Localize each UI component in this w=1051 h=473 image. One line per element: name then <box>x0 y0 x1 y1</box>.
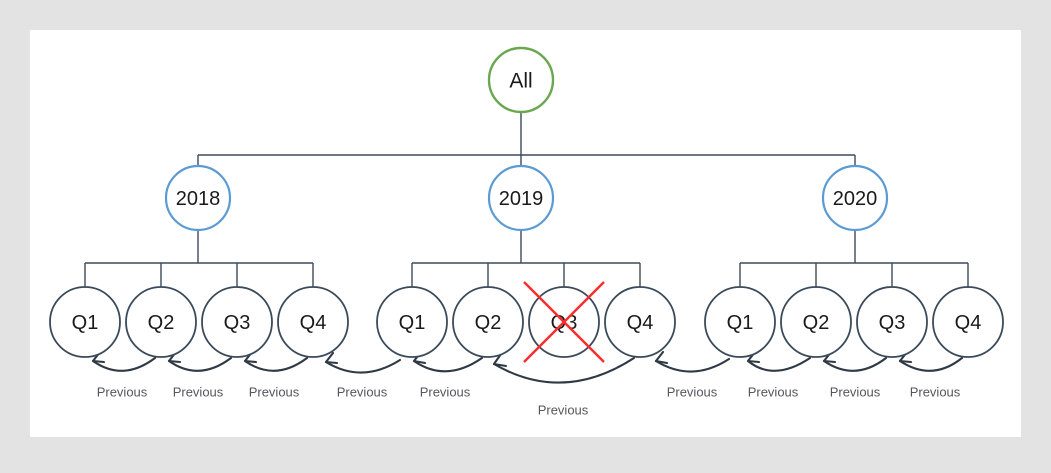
previous-arrow-2020q3-2020q2 <box>822 356 888 372</box>
previous-arrow-2019q2-2019q1 <box>412 356 484 373</box>
previous-arrowhead-2019q1-2018q4 <box>324 351 339 365</box>
node-circle-2019-q2[interactable] <box>452 286 524 358</box>
tree-connectors <box>84 112 969 287</box>
node-circle-2018[interactable] <box>164 164 232 232</box>
previous-arrow-2020q2-2020q1 <box>746 356 812 372</box>
previous-arrow-2018q3-2018q2 <box>167 356 233 372</box>
node-root-all[interactable]: All <box>487 46 555 114</box>
previous-label-2018q2: Previous <box>97 385 148 400</box>
node-label-2020-q3: Q3 <box>879 312 906 334</box>
previous-arrow-2019q4-2019q2 <box>492 356 636 384</box>
node-label-2020-q1: Q1 <box>727 312 754 334</box>
node-year-2020[interactable]: 2020 <box>821 164 889 232</box>
node-quarter-2018-q4[interactable]: Q4 <box>277 286 349 358</box>
previous-arrowhead-2020q1-2019q4 <box>654 350 669 365</box>
previous-arrow-2020q1-2019q4 <box>654 357 731 373</box>
node-quarter-2019-q1[interactable]: Q1 <box>376 286 448 358</box>
node-quarter-2018-q1[interactable]: Q1 <box>49 286 121 358</box>
node-circle-2020-q3[interactable] <box>856 286 928 358</box>
node-circle-2018-q2[interactable] <box>125 286 197 358</box>
node-label-2018: 2018 <box>176 188 221 210</box>
node-circle-all[interactable] <box>487 46 555 114</box>
node-quarter-2018-q2[interactable]: Q2 <box>125 286 197 358</box>
previous-arrow-2018q4-2018q3 <box>243 356 309 372</box>
node-label-2019-q2: Q2 <box>475 312 502 334</box>
previous-label-2020q4: Previous <box>910 385 961 400</box>
node-quarter-2019-q4[interactable]: Q4 <box>604 286 676 358</box>
cross-out-marker-2019-q3 <box>523 281 605 363</box>
previous-labels: Previous Previous Previous Previous Prev… <box>97 385 961 418</box>
previous-label-2018q3: Previous <box>173 385 224 400</box>
node-circle-2018-q3[interactable] <box>201 286 273 358</box>
node-label-2019-q1: Q1 <box>399 312 426 334</box>
node-quarter-2020-q2[interactable]: Q2 <box>780 286 852 358</box>
previous-arrows <box>91 350 964 384</box>
node-circle-2020-q1[interactable] <box>704 286 776 358</box>
node-label-2019: 2019 <box>499 188 544 210</box>
previous-arrow-2019q1-2018q4 <box>324 358 402 374</box>
previous-label-2019q1: Previous <box>337 385 388 400</box>
previous-arrow-2018q2-2018q1 <box>91 356 157 372</box>
node-year-2018[interactable]: 2018 <box>164 164 232 232</box>
node-quarter-2020-q1[interactable]: Q1 <box>704 286 776 358</box>
node-circle-2020-q4[interactable] <box>932 286 1004 358</box>
node-year-2019[interactable]: 2019 <box>487 164 555 232</box>
node-label-2020: 2020 <box>833 188 878 210</box>
node-label-2019-q4: Q4 <box>627 312 654 334</box>
node-circle-2020-q2[interactable] <box>780 286 852 358</box>
node-quarter-2020-q3[interactable]: Q3 <box>856 286 928 358</box>
previous-arrow-2020q4-2020q3 <box>898 356 964 372</box>
node-label-2018-q3: Q3 <box>224 312 251 334</box>
node-circle-2019-q4[interactable] <box>604 286 676 358</box>
node-circle-2020[interactable] <box>821 164 889 232</box>
previous-label-2020q2: Previous <box>748 385 799 400</box>
previous-label-2018q4: Previous <box>249 385 300 400</box>
node-quarter-2020-q4[interactable]: Q4 <box>932 286 1004 358</box>
node-quarter-2018-q3[interactable]: Q3 <box>201 286 273 358</box>
node-label-2018-q4: Q4 <box>300 312 327 334</box>
cross-line-2 <box>523 281 605 363</box>
node-circle-2018-q1[interactable] <box>49 286 121 358</box>
node-label-2020-q2: Q2 <box>803 312 830 334</box>
previous-label-2020q3: Previous <box>830 385 881 400</box>
node-label-all: All <box>509 70 532 93</box>
previous-label-2020q1: Previous <box>667 385 718 400</box>
node-label-2018-q2: Q2 <box>148 312 175 334</box>
previous-label-2019q4-skip: Previous <box>538 403 589 418</box>
node-circle-2019-q1[interactable] <box>376 286 448 358</box>
node-quarter-2019-q2[interactable]: Q2 <box>452 286 524 358</box>
previous-label-2019q2: Previous <box>420 385 471 400</box>
node-label-2020-q4: Q4 <box>955 312 982 334</box>
node-label-2018-q1: Q1 <box>72 312 99 334</box>
node-circle-2019[interactable] <box>487 164 555 232</box>
node-circle-2018-q4[interactable] <box>277 286 349 358</box>
